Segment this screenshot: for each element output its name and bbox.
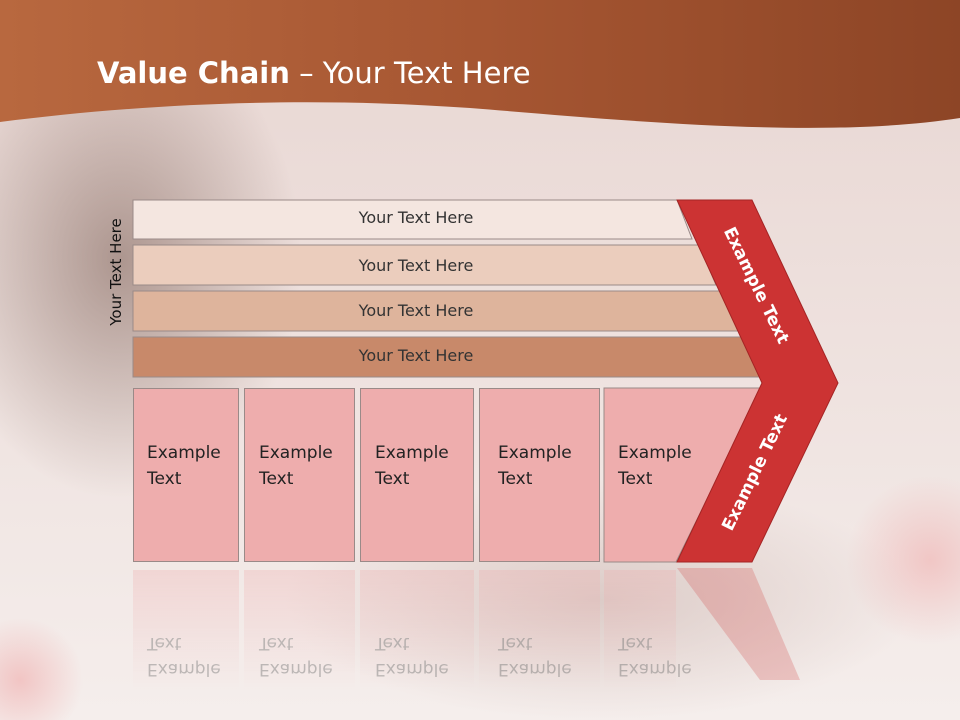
chevron-arrow	[676, 199, 839, 563]
slide-title: Value Chain – Your Text Here	[97, 56, 531, 90]
title-rest: – Your Text Here	[289, 56, 531, 90]
bar-4-label: Your Text Here	[358, 346, 474, 365]
cell-5-label: Example Text	[618, 443, 692, 489]
cell-2	[244, 388, 355, 562]
bar-2-label: Your Text Here	[358, 256, 474, 275]
header-band	[0, 0, 960, 128]
chevron-reflection	[677, 568, 800, 680]
cell-5-shape	[603, 387, 763, 563]
cell-1-label: Example Text	[147, 443, 221, 489]
cell-2-label: Example Text	[259, 443, 333, 489]
bar-1-label: Your Text Here	[358, 208, 474, 227]
bar-1	[132, 199, 693, 240]
cell-1	[133, 388, 239, 562]
title-bold: Value Chain	[97, 56, 290, 90]
cell-4	[479, 388, 600, 562]
bar-3-label: Your Text Here	[358, 301, 474, 320]
cell-4-label: Example Text	[498, 443, 572, 489]
cell-3-label: Example Text	[375, 443, 449, 489]
cell-3	[360, 388, 474, 562]
